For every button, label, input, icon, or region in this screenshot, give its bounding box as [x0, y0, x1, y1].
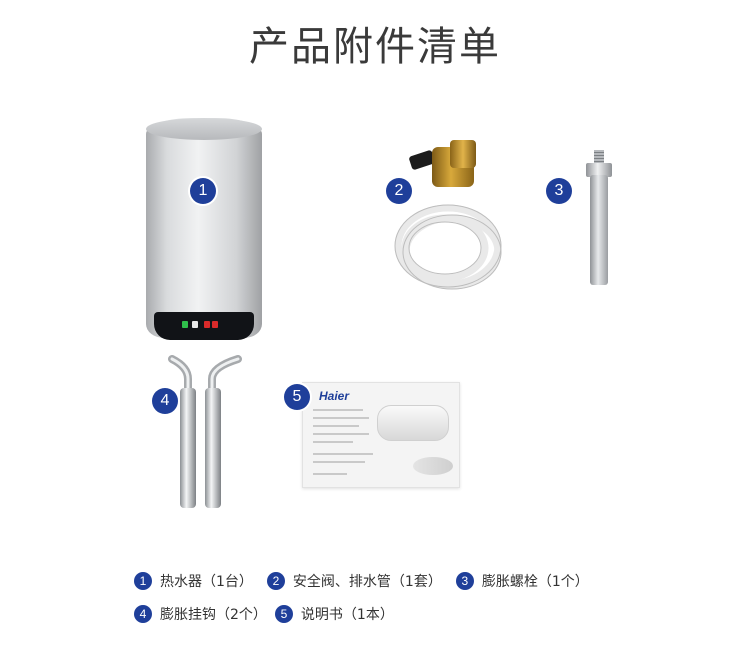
heater-body	[146, 118, 262, 338]
manual-text-line	[313, 461, 365, 463]
legend-label: 说明书（1本）	[300, 607, 394, 623]
legend-label: 安全阀、排水管（1套）	[292, 574, 442, 590]
hook-rod-2	[205, 388, 221, 508]
manual-text-line	[313, 441, 353, 443]
manual-text-line	[313, 409, 363, 411]
manual-text-line	[313, 433, 369, 435]
heater-led-red	[204, 321, 210, 328]
bolt-sleeve	[590, 175, 608, 285]
legend-entry-valve: 2 安全阀、排水管（1套）	[266, 571, 442, 591]
legend-badge: 2	[266, 572, 285, 590]
valve-cap	[450, 140, 476, 168]
legend-entry-manual: 5 说明书（1本）	[274, 604, 394, 624]
legend-entry-bolt: 3 膨胀螺栓（1个）	[455, 571, 589, 591]
legend-label: 膨胀螺栓（1个）	[481, 574, 589, 590]
legend-badge: 4	[134, 605, 152, 623]
item-badge-3: 3	[546, 178, 572, 204]
legend-badge: 3	[455, 572, 474, 590]
legend-label: 膨胀挂钩（2个）	[160, 607, 267, 623]
legend-badge: 1	[134, 572, 152, 590]
item-badge-2: 2	[386, 178, 412, 204]
legend-row-1: 1 热水器（1台） 2 安全阀、排水管（1套） 3 膨胀螺栓（1个）	[134, 571, 603, 591]
manual-text-line	[313, 473, 347, 475]
heater-led-red-2	[212, 321, 218, 328]
manual-wave-graphic	[413, 457, 453, 475]
manual-icon: Haier	[302, 382, 460, 488]
heater-led-white	[192, 321, 198, 328]
drain-hose-icon	[394, 204, 502, 290]
heater-led-green	[182, 321, 188, 328]
hook-bends	[168, 355, 242, 395]
legend-entry-hook: 4 膨胀挂钩（2个）	[134, 604, 267, 624]
item-badge-4: 4	[152, 388, 178, 414]
heater-top	[146, 118, 262, 140]
manual-brand-logo: Haier	[319, 389, 350, 403]
hook-rod-1	[180, 388, 196, 508]
manual-text-line	[313, 453, 373, 455]
manual-text-line	[313, 417, 369, 419]
legend-label: 热水器（1台）	[160, 574, 253, 590]
bolt-thread	[594, 150, 604, 164]
legend-entry-heater: 1 热水器（1台）	[134, 571, 253, 591]
legend-badge: 5	[274, 605, 293, 623]
page-title: 产品附件清单	[249, 24, 501, 70]
manual-text-line	[313, 425, 359, 427]
item-badge-1: 1	[190, 178, 216, 204]
legend-row-2: 4 膨胀挂钩（2个） 5 说明书（1本）	[134, 604, 408, 624]
item-badge-5: 5	[284, 384, 310, 410]
bolt-nut	[586, 163, 612, 177]
manual-heater-illustration	[377, 405, 449, 441]
